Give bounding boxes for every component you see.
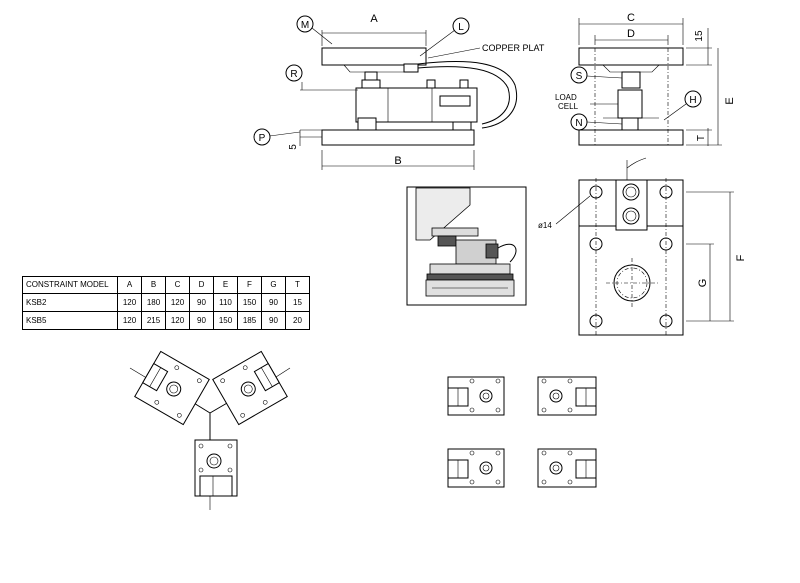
table-cell: 90: [189, 311, 214, 330]
header-B: B: [141, 276, 166, 294]
svg-text:R: R: [290, 69, 297, 80]
load-cell-label-2: CELL: [558, 102, 579, 111]
dim-G: G: [697, 279, 709, 288]
header-D: D: [189, 276, 214, 294]
callout-H: H: [684, 90, 702, 108]
table-cell: 110: [213, 293, 238, 312]
dim-15: 15: [694, 30, 705, 42]
dim-A: A: [370, 13, 378, 25]
callout-R: R: [285, 64, 303, 82]
three-cell-layout: [129, 350, 291, 510]
copper-plate-label: COPPER PLAT: [482, 43, 545, 53]
header-C: C: [165, 276, 190, 294]
cell-bottom-left: [447, 448, 505, 488]
table-cell: 90: [261, 293, 286, 312]
table-cell: 120: [117, 293, 142, 312]
table-cell: 185: [237, 311, 262, 330]
product-photo: [406, 186, 527, 306]
front-top-plate: [321, 47, 427, 66]
table-cell: 120: [165, 293, 190, 312]
side-view: [578, 18, 722, 146]
svg-text:H: H: [689, 95, 696, 106]
cell-right: [212, 350, 288, 426]
front-base-plate: [321, 129, 475, 146]
callout-N: N: [570, 113, 588, 131]
callout-L: L: [452, 17, 470, 35]
four-cell-layout: [447, 376, 597, 488]
table-cell: 150: [237, 293, 262, 312]
svg-text:M: M: [301, 20, 309, 31]
side-load-cell: [617, 89, 643, 119]
load-cell-label-1: LOAD: [555, 93, 577, 102]
dim-F: F: [735, 254, 747, 261]
table-cell: 180: [141, 293, 166, 312]
table-cell: 15: [285, 293, 310, 312]
side-base-plate: [578, 129, 684, 146]
table-row: KSB2 120 180 120 90 110 150 90 15: [22, 293, 310, 312]
svg-text:N: N: [575, 118, 582, 129]
cell-top-left: [447, 376, 505, 416]
side-top-plate: [578, 47, 684, 66]
header-G: G: [261, 276, 286, 294]
svg-text:P: P: [259, 133, 266, 144]
dim-D: D: [627, 28, 635, 40]
copper-strap: [417, 61, 517, 129]
cell-bottom-right: [537, 448, 597, 488]
table-cell: 20: [285, 311, 310, 330]
svg-text:L: L: [458, 22, 464, 33]
table-row: KSB5 120 215 120 90 150 185 90 20: [22, 311, 310, 330]
dim-5: 5: [288, 144, 299, 150]
cell-bottom: [194, 439, 238, 497]
header-T: T: [285, 276, 310, 294]
front-view: [261, 27, 517, 170]
dim-C: C: [627, 12, 635, 24]
header-A: A: [117, 276, 142, 294]
header-E: E: [213, 276, 238, 294]
table-cell: KSB2: [22, 293, 118, 312]
table-cell: 120: [165, 311, 190, 330]
table-cell: 120: [117, 311, 142, 330]
table-cell: 150: [213, 311, 238, 330]
cell-left: [134, 350, 210, 426]
plan-view: [555, 157, 734, 336]
header-model: CONSTRAINT MODEL: [22, 276, 118, 294]
plan-base-plate: [578, 225, 684, 336]
table-cell: 90: [261, 311, 286, 330]
callout-P: P: [253, 128, 271, 146]
hole-diameter-label: ø14: [538, 221, 552, 230]
spec-table: CONSTRAINT MODEL A B C D E F G T KSB2 12…: [22, 276, 310, 330]
dim-E: E: [724, 97, 736, 104]
table-header-row: CONSTRAINT MODEL A B C D E F G T: [22, 276, 310, 294]
table-cell: 215: [141, 311, 166, 330]
cell-top-right: [537, 376, 597, 416]
callout-M: M: [296, 15, 314, 33]
callout-S: S: [570, 66, 588, 84]
dim-B: B: [394, 155, 401, 167]
table-cell: 90: [189, 293, 214, 312]
table-cell: KSB5: [22, 311, 118, 330]
dim-T: T: [696, 135, 707, 141]
header-F: F: [237, 276, 262, 294]
svg-text:S: S: [576, 71, 583, 82]
